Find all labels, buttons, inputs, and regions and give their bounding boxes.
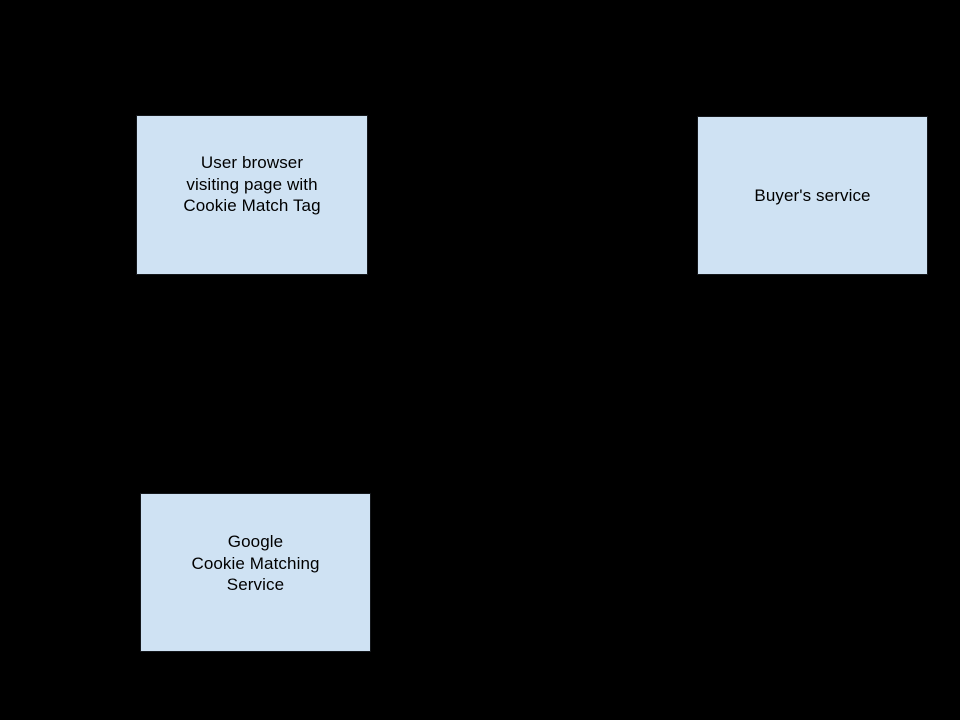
edge-browser-to-google xyxy=(249,274,261,493)
node-user-browser-label: User browser visiting page with Cookie M… xyxy=(183,153,321,215)
edge-google-to-buyer xyxy=(370,276,814,573)
node-user-browser[interactable]: User browser visiting page with Cookie M… xyxy=(136,115,368,275)
node-google-cookie-matching-service-label: Google Cookie Matching Service xyxy=(191,532,320,594)
node-google-cookie-matching-service[interactable]: Google Cookie Matching Service xyxy=(140,493,371,652)
node-buyers-service[interactable]: Buyer's service xyxy=(697,116,928,275)
node-buyers-service-label: Buyer's service xyxy=(754,185,871,205)
